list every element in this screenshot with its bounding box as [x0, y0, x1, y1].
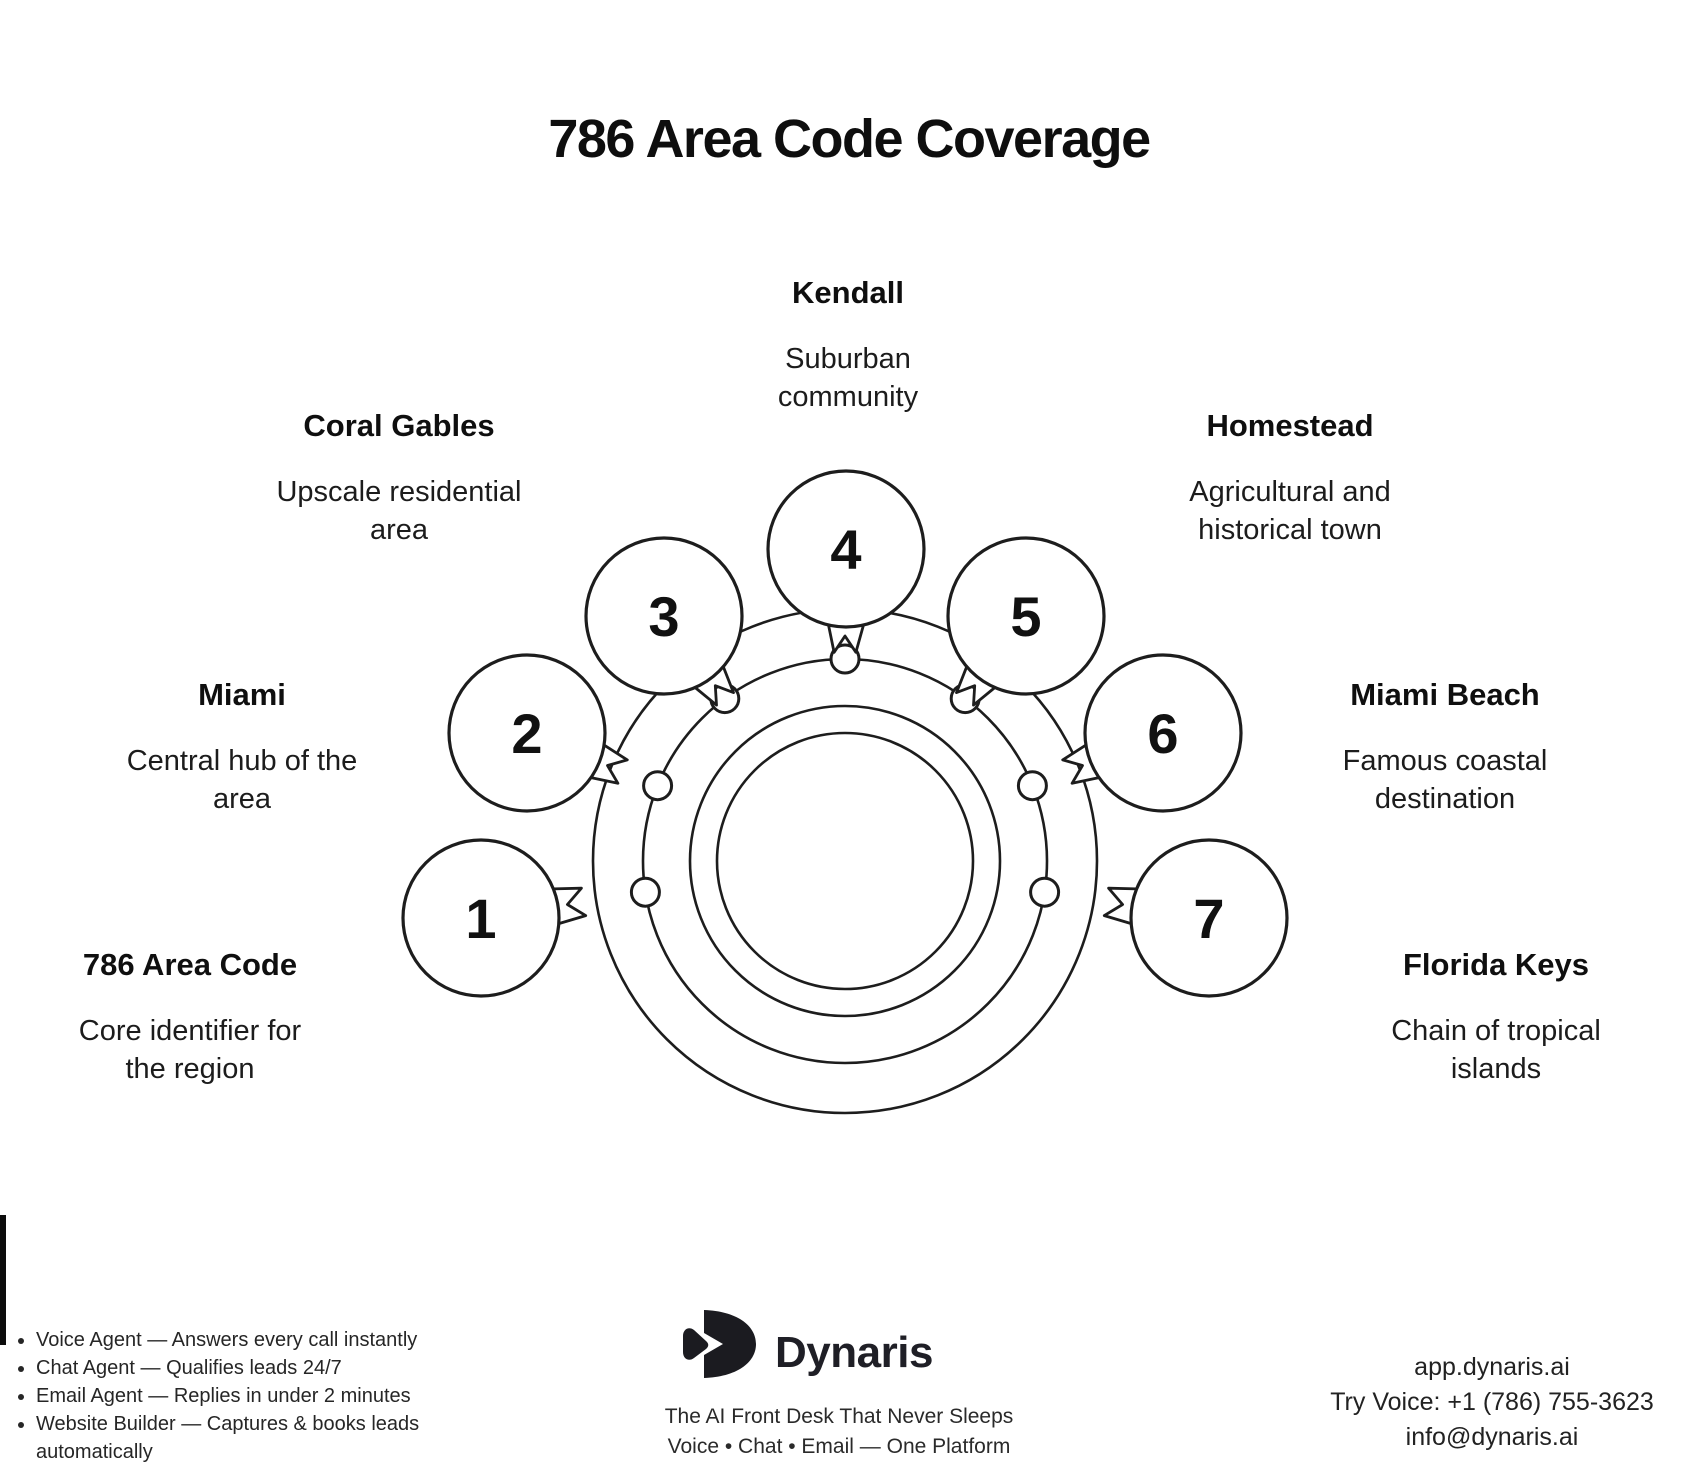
bubble-circle-3 — [584, 536, 744, 696]
number-bubble-4: 4 — [766, 469, 926, 654]
bubble-circle-4 — [766, 469, 926, 629]
ring-dot-2 — [642, 770, 674, 802]
label-description: Agricultural and historical town — [1189, 476, 1391, 546]
label-florida-keys: Florida Keys Chain of tropical islands — [1361, 945, 1631, 1088]
ring-dot-4 — [829, 643, 861, 675]
label-description: Suburban community — [777, 343, 919, 413]
label-title: Kendall — [792, 275, 904, 310]
contact-website: app.dynaris.ai — [1414, 1353, 1570, 1381]
number-bubble-1: 1 — [401, 838, 588, 998]
left-edge-mark — [0, 1215, 6, 1345]
bubble-circle-7 — [1129, 838, 1289, 998]
dot-ring — [641, 657, 1049, 1065]
page-title: 786 Area Code Coverage — [0, 108, 1682, 170]
logo-wave-shape — [683, 1328, 709, 1360]
number-bubble-6: 6 — [1061, 653, 1243, 813]
brand-tagline: The AI Front Desk That Never Sleeps Voic… — [638, 1402, 1040, 1462]
label-title: 786 Area Code — [82, 947, 298, 982]
tagline-line-2: Voice • Chat • Email — One Platform — [667, 1435, 1011, 1458]
bubble-number-1: 1 — [465, 887, 496, 950]
bubble-number-4: 4 — [830, 518, 861, 581]
bubble-number-5: 5 — [1010, 585, 1041, 648]
contact-phone: Try Voice: +1 (786) 755-3623 — [1330, 1388, 1654, 1416]
label-title: Florida Keys — [1402, 947, 1590, 982]
label-description: Chain of tropical islands — [1391, 1015, 1601, 1085]
ring-dot-6 — [1016, 770, 1048, 802]
feature-item-voice-agent: Voice Agent — Answers every call instant… — [36, 1326, 468, 1354]
bubble-number-6: 6 — [1147, 702, 1178, 765]
feature-item-email-agent: Email Agent — Replies in under 2 minutes — [36, 1382, 468, 1410]
number-bubble-5: 5 — [946, 536, 1106, 707]
feature-item-website-builder: Website Builder — Captures & books leads… — [36, 1410, 468, 1466]
feature-item-chat-agent: Chat Agent — Qualifies leads 24/7 — [36, 1354, 468, 1382]
number-bubble-7: 7 — [1102, 838, 1289, 998]
ring-dot-1 — [629, 876, 661, 908]
middle-ring — [688, 704, 1002, 1018]
label-kendall: Kendall Suburban community — [746, 273, 950, 416]
label-homestead: Homestead Agricultural and historical to… — [1155, 406, 1425, 549]
label-title: Miami — [198, 677, 286, 712]
dynaris-logo-icon — [683, 1310, 756, 1378]
label-title: Coral Gables — [303, 408, 495, 443]
label-786-area-code: 786 Area Code Core identifier for the re… — [55, 945, 325, 1088]
feature-list: Voice Agent — Answers every call instant… — [10, 1326, 468, 1466]
ring-dot-7 — [1029, 876, 1061, 908]
bubble-number-2: 2 — [511, 702, 542, 765]
label-description: Upscale residential area — [276, 476, 522, 546]
inner-ring — [715, 731, 975, 991]
label-title: Miami Beach — [1350, 677, 1540, 712]
contact-block: app.dynaris.ai Try Voice: +1 (786) 755-3… — [1311, 1350, 1673, 1455]
label-title: Homestead — [1206, 408, 1374, 443]
number-bubble-3: 3 — [584, 536, 744, 707]
bubble-number-3: 3 — [648, 585, 679, 648]
logo-d-shape — [704, 1310, 756, 1378]
bubble-circle-1 — [401, 838, 561, 998]
bubble-number-7: 7 — [1193, 887, 1224, 950]
contact-email: info@dynaris.ai — [1405, 1423, 1579, 1451]
label-miami: Miami Central hub of the area — [107, 675, 377, 818]
bubble-circle-6 — [1083, 653, 1243, 813]
page-title-text: 786 Area Code Coverage — [548, 109, 1151, 169]
number-bubble-2: 2 — [447, 653, 629, 813]
brand-name: Dynaris — [775, 1328, 933, 1377]
bubble-circle-2 — [447, 653, 607, 813]
bubble-circle-5 — [946, 536, 1106, 696]
tagline-line-1: The AI Front Desk That Never Sleeps — [664, 1405, 1014, 1428]
label-coral-gables: Coral Gables Upscale residential area — [264, 406, 534, 549]
label-miami-beach: Miami Beach Famous coastal destination — [1310, 675, 1580, 818]
label-description: Central hub of the area — [126, 745, 358, 815]
label-description: Core identifier for the region — [78, 1015, 302, 1085]
label-description: Famous coastal destination — [1342, 745, 1548, 815]
